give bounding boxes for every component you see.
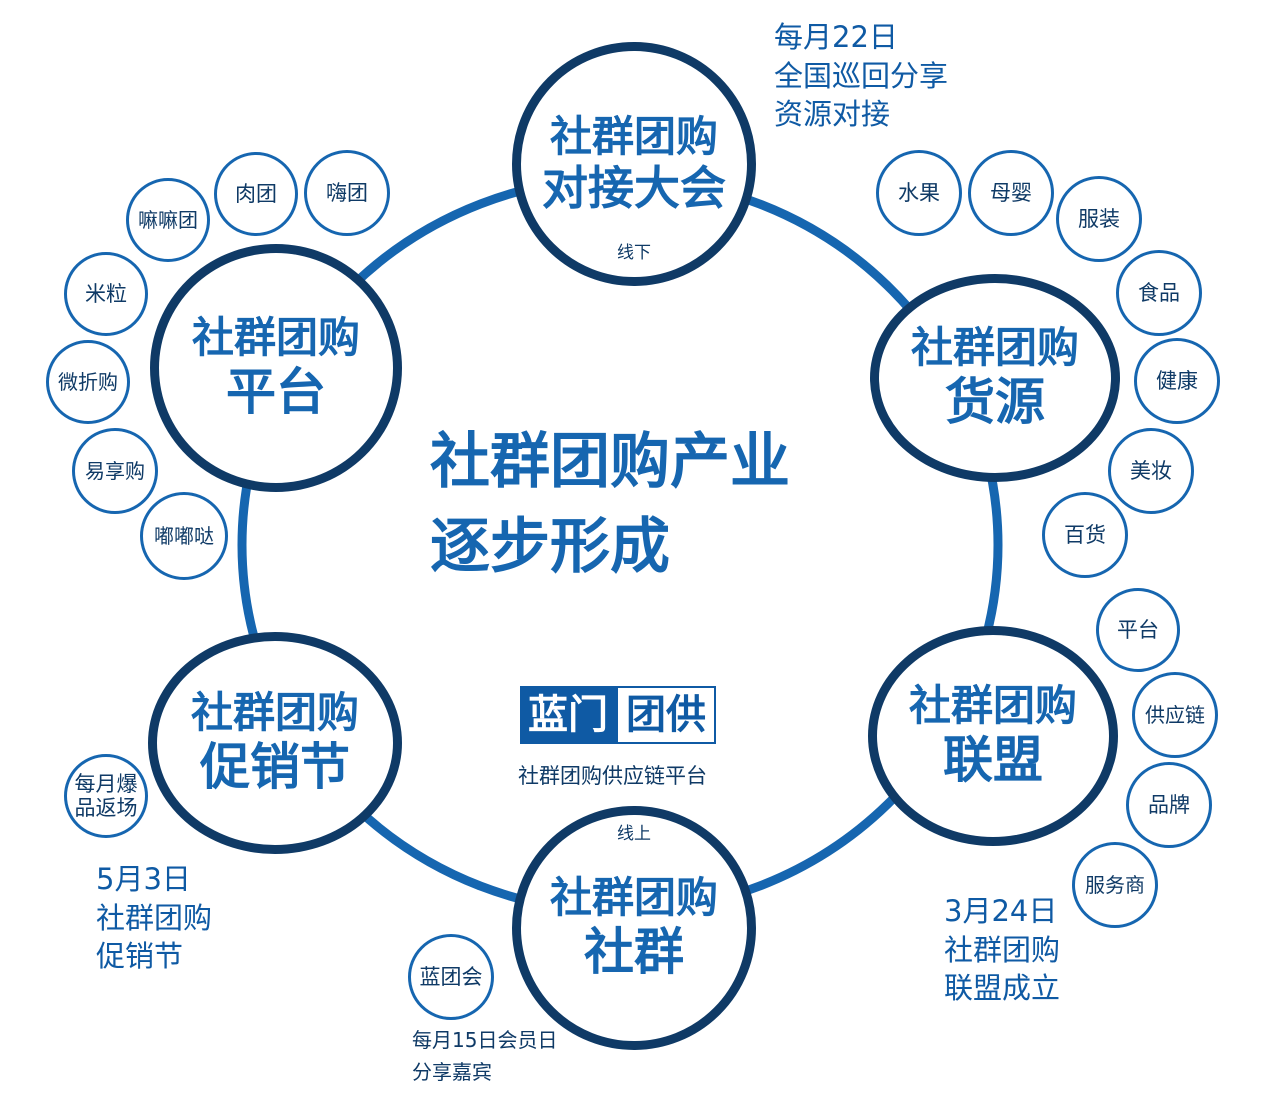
note-community: 每月15日会员日 分享嘉宾 xyxy=(412,1024,557,1088)
bubble-platform: 微折购 xyxy=(46,340,130,424)
node-community: 线上 社群团购 社群 xyxy=(512,806,756,1050)
bubble-platform: 米粒 xyxy=(64,252,148,336)
bubble-alliance: 供应链 xyxy=(1132,672,1218,758)
bubble-platform: 嗨团 xyxy=(304,150,390,236)
node-title-line1: 社群团购 xyxy=(908,680,1077,730)
node-goods-source: 社群团购 货源 xyxy=(870,274,1120,482)
bubble-platform: 易享购 xyxy=(72,428,158,514)
node-title-line2: 社群 xyxy=(584,923,684,982)
logo-subtitle: 社群团购供应链平台 xyxy=(518,764,707,788)
bubble-platform: 嘟嘟哒 xyxy=(140,492,228,580)
note-alliance: 3月24日 社群团购 联盟成立 xyxy=(944,892,1060,1008)
note-line: 促销节 xyxy=(96,939,184,974)
bubble-source: 服装 xyxy=(1056,176,1142,262)
note-conference: 每月22日 全国巡回分享 资源对接 xyxy=(774,18,948,134)
bubble-source: 百货 xyxy=(1042,492,1128,578)
logo-part-2: 团供 xyxy=(616,686,716,744)
bubble-alliance: 服务商 xyxy=(1072,842,1158,928)
node-tag: 线上 xyxy=(617,824,651,844)
node-title-line1: 社群团购 xyxy=(549,112,718,162)
note-line: 全国巡回分享 xyxy=(774,58,949,93)
node-tag: 线下 xyxy=(617,243,651,263)
bubble-monthly-bestseller: 每月爆 品返场 xyxy=(64,754,148,838)
center-title: 社群团购产业 逐步形成 xyxy=(430,420,880,590)
node-alliance: 社群团购 联盟 xyxy=(868,626,1118,846)
node-title-line2: 货源 xyxy=(945,373,1045,432)
node-title-line1: 社群团购 xyxy=(549,872,718,922)
node-promotion-festival: 社群团购 促销节 xyxy=(148,632,402,854)
bubble-line2: 品返场 xyxy=(74,796,138,820)
note-line: 联盟成立 xyxy=(944,971,1061,1006)
node-title-line2: 联盟 xyxy=(943,731,1043,790)
node-title-line2: 对接大会 xyxy=(542,160,726,215)
note-line: 5月3日 xyxy=(96,862,191,896)
node-matchmaking-conference: 社群团购 对接大会 线下 xyxy=(512,42,756,286)
lanmen-logo: 蓝门 团供 xyxy=(520,686,716,744)
center-title-line2: 逐步形成 xyxy=(430,512,670,583)
bubble-alliance: 品牌 xyxy=(1126,762,1212,848)
bubble-source: 健康 xyxy=(1134,338,1220,424)
note-line: 每月15日会员日 xyxy=(412,1028,558,1052)
note-line: 社群团购 xyxy=(944,932,1061,967)
node-platform: 社群团购 平台 xyxy=(150,244,402,492)
bubble-source: 美妆 xyxy=(1108,428,1194,514)
bubble-community-club: 蓝团会 xyxy=(408,934,494,1020)
node-title-line2: 促销节 xyxy=(200,738,350,797)
node-title-line1: 社群团购 xyxy=(191,312,360,362)
note-line: 3月24日 xyxy=(944,894,1058,928)
bubble-alliance: 平台 xyxy=(1096,588,1180,672)
node-title-line2: 平台 xyxy=(226,363,326,422)
bubble-platform: 肉团 xyxy=(214,152,298,236)
note-promotion: 5月3日 社群团购 促销节 xyxy=(96,860,212,976)
center-title-line1: 社群团购产业 xyxy=(430,427,790,497)
note-line: 每月22日 xyxy=(774,20,898,54)
logo-part-1: 蓝门 xyxy=(520,686,616,744)
node-title-line1: 社群团购 xyxy=(910,322,1079,372)
bubble-platform: 嘛嘛团 xyxy=(126,178,210,262)
bubble-source: 母婴 xyxy=(968,150,1054,236)
bubble-source: 水果 xyxy=(876,150,962,236)
bubble-source: 食品 xyxy=(1116,250,1202,336)
bubble-line1: 每月爆 xyxy=(74,771,138,796)
note-line: 资源对接 xyxy=(774,97,891,132)
note-line: 分享嘉宾 xyxy=(412,1060,492,1084)
note-line: 社群团购 xyxy=(96,900,213,935)
node-title-line1: 社群团购 xyxy=(190,687,359,737)
